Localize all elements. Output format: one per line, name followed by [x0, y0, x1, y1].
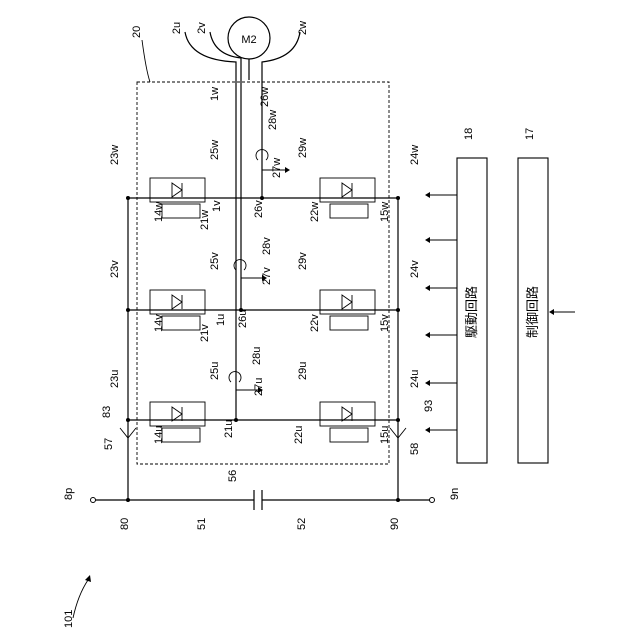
svg-text:14u: 14u	[153, 426, 165, 444]
svg-text:29v: 29v	[297, 252, 309, 270]
svg-text:15w: 15w	[379, 202, 391, 222]
svg-text:24u: 24u	[409, 370, 421, 388]
svg-text:51: 51	[196, 518, 208, 530]
motor-label: M2	[241, 34, 256, 46]
svg-text:93: 93	[423, 400, 435, 412]
svg-text:24w: 24w	[409, 145, 421, 165]
gate-arrows	[425, 192, 575, 433]
svg-text:83: 83	[101, 406, 113, 418]
svg-text:1v: 1v	[211, 200, 223, 212]
svg-text:18: 18	[463, 128, 475, 140]
svg-text:22w: 22w	[309, 202, 321, 222]
svg-text:21w: 21w	[199, 210, 211, 230]
svg-text:21u: 21u	[223, 420, 235, 438]
svg-text:1u: 1u	[215, 314, 227, 326]
svg-text:29w: 29w	[297, 138, 309, 158]
svg-text:2v: 2v	[196, 22, 208, 34]
svg-text:14v: 14v	[153, 314, 165, 332]
svg-text:80: 80	[119, 518, 131, 530]
svg-text:17: 17	[524, 128, 536, 140]
svg-text:21v: 21v	[199, 324, 211, 342]
svg-text:56: 56	[227, 470, 239, 482]
svg-text:2w: 2w	[297, 21, 309, 35]
svg-text:57: 57	[103, 438, 115, 450]
svg-text:28u: 28u	[251, 347, 263, 365]
control-circuit-label: 制御回路	[525, 286, 540, 338]
svg-text:14w: 14w	[153, 202, 165, 222]
svg-text:15v: 15v	[379, 314, 391, 332]
motor: M2	[228, 17, 270, 59]
svg-text:25u: 25u	[209, 362, 221, 380]
svg-text:22u: 22u	[293, 426, 305, 444]
svg-text:22v: 22v	[309, 314, 321, 332]
svg-text:27w: 27w	[271, 158, 283, 178]
svg-text:58: 58	[409, 443, 421, 455]
svg-text:1w: 1w	[209, 87, 221, 101]
svg-text:90: 90	[389, 518, 401, 530]
svg-text:9n: 9n	[449, 488, 461, 500]
svg-text:23v: 23v	[109, 260, 121, 278]
svg-text:29u: 29u	[297, 362, 309, 380]
svg-text:23w: 23w	[109, 145, 121, 165]
drive-circuit-label: 駆動回路	[464, 286, 479, 338]
svg-text:25v: 25v	[209, 252, 221, 270]
svg-text:101: 101	[63, 610, 75, 628]
svg-text:15u: 15u	[379, 426, 391, 444]
svg-text:26u: 26u	[237, 310, 249, 328]
svg-text:52: 52	[296, 518, 308, 530]
svg-text:2u: 2u	[171, 22, 183, 34]
svg-text:27v: 27v	[261, 267, 273, 285]
svg-text:8p: 8p	[63, 488, 75, 500]
svg-text:24v: 24v	[409, 260, 421, 278]
svg-text:26v: 26v	[253, 200, 265, 218]
svg-text:23u: 23u	[109, 370, 121, 388]
svg-text:28w: 28w	[267, 110, 279, 130]
svg-text:26w: 26w	[259, 87, 271, 107]
svg-text:25w: 25w	[209, 140, 221, 160]
svg-text:27u: 27u	[253, 378, 265, 396]
svg-text:28v: 28v	[261, 237, 273, 255]
svg-text:20: 20	[131, 26, 143, 38]
